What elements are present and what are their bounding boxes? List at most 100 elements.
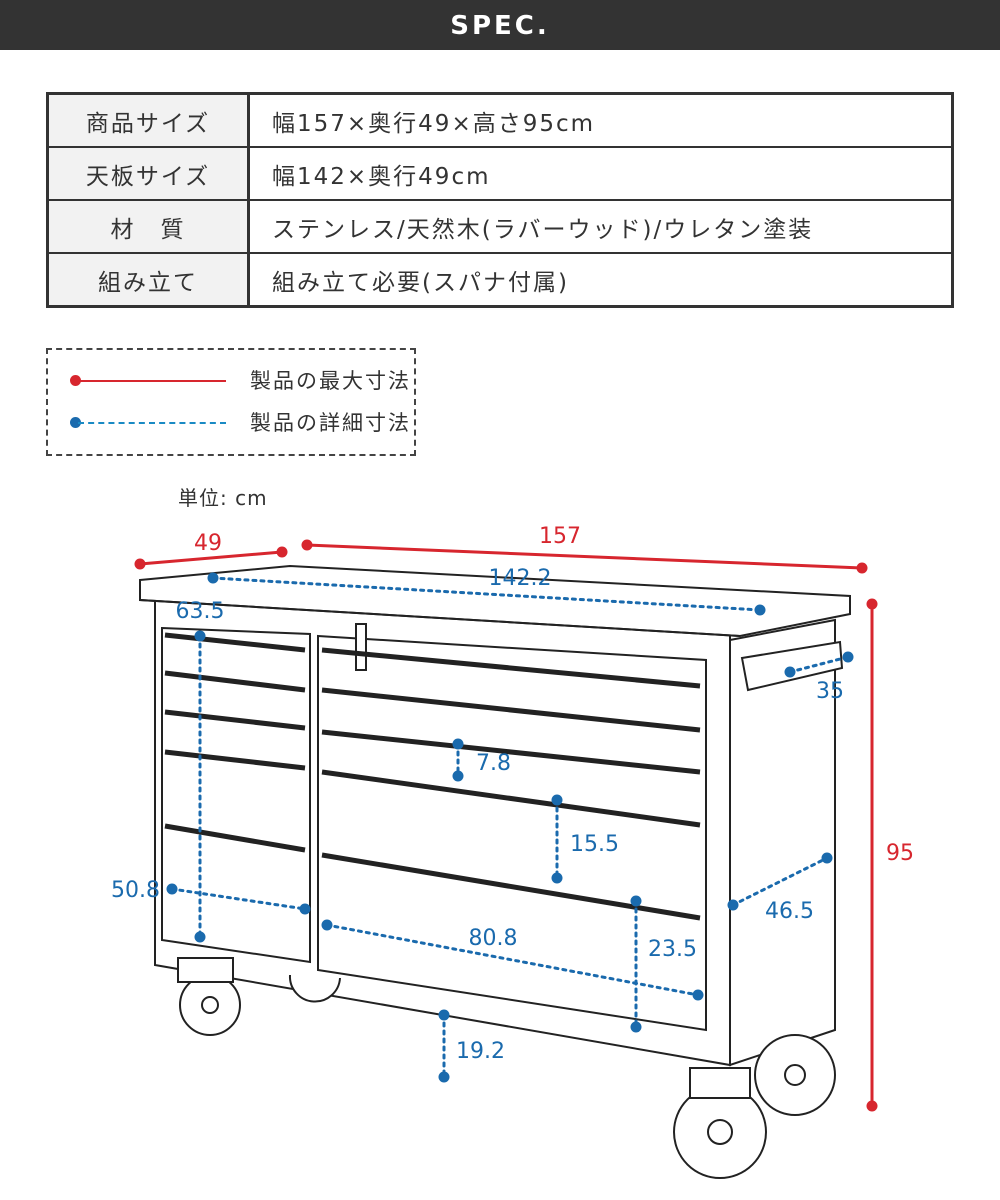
endpoint-dot-icon	[866, 1100, 878, 1112]
endpoint-dot-icon	[784, 666, 796, 678]
drawer-handle	[164, 709, 306, 731]
dimension-lines: 49 157 95 142.2 63.5 35 7.8 15.5 50.8 80.8 23.5 46.…	[111, 524, 914, 1112]
dimension-ground-clearance: 19.2	[438, 1009, 505, 1083]
table-row: 材 質ステンレス/天然木(ラバーウッド)/ウレタン塗装	[46, 199, 954, 254]
drawer-handle	[321, 729, 701, 775]
dimension-line	[170, 887, 307, 911]
cabinet-drawing	[139, 564, 851, 1179]
dimension-line	[211, 576, 762, 612]
endpoint-dot-icon	[276, 546, 288, 558]
row-value: 幅157×奥行49×高さ95cm	[247, 92, 954, 148]
endpoint-dot-icon	[438, 1071, 450, 1083]
caster-bracket	[689, 1067, 751, 1099]
dimension-label: 35	[816, 679, 844, 704]
legend-box: 製品の最大寸法 製品の詳細寸法	[46, 348, 416, 456]
endpoint-dot-icon	[842, 651, 854, 663]
dimension-line	[305, 543, 864, 570]
endpoint-dot-icon	[630, 1021, 642, 1033]
drawer-handles	[164, 632, 701, 921]
drawer-handle	[321, 687, 701, 733]
legend-item-max: 製品の最大寸法	[70, 366, 410, 396]
endpoint-dot-icon	[692, 989, 704, 1001]
dimension-label: 49	[194, 531, 222, 556]
endpoint-dot-icon	[866, 598, 878, 610]
endpoint-dot-icon	[321, 919, 333, 931]
unit-label: 単位: cm	[178, 486, 268, 510]
dimension-left-drawer-width: 50.8	[111, 878, 311, 915]
drawer-handle	[321, 852, 701, 921]
endpoint-dot-icon	[166, 883, 178, 895]
dimension-drawer-large: 23.5	[630, 895, 697, 1033]
dimension-label: 19.2	[456, 1039, 505, 1064]
drawer-handle	[321, 647, 701, 689]
wheel-hub	[707, 1119, 733, 1145]
wheel-hub	[201, 996, 219, 1014]
wheel-hub	[784, 1064, 806, 1086]
table-row: 商品サイズ幅157×奥行49×高さ95cm	[46, 92, 954, 148]
endpoint-dot-icon	[630, 895, 642, 907]
dimension-label: 15.5	[570, 832, 619, 857]
solid-line-icon	[78, 380, 226, 382]
endpoint-dot-icon	[452, 738, 464, 750]
endpoint-dot-icon	[194, 931, 206, 943]
row-value: ステンレス/天然木(ラバーウッド)/ウレタン塗装	[247, 199, 954, 254]
table-row: 組み立て組み立て必要(スパナ付属)	[46, 252, 954, 308]
endpoint-dot-icon	[301, 539, 313, 551]
endpoint-dot-icon	[551, 794, 563, 806]
dimension-label: 7.8	[476, 751, 511, 776]
dimension-line	[138, 550, 284, 566]
endpoint-dot-icon	[134, 558, 146, 570]
top-edge	[139, 599, 741, 637]
dimension-handle: 35	[784, 651, 854, 704]
dimension-label: 80.8	[469, 926, 518, 951]
dimension-label: 142.2	[489, 566, 552, 591]
dimension-label: 157	[539, 524, 581, 549]
dimension-line	[788, 655, 850, 674]
row-label: 組み立て	[46, 252, 250, 308]
side-handle	[740, 640, 844, 692]
wheel	[288, 974, 341, 1003]
dimension-left-drawer-height: 63.5	[176, 599, 225, 943]
spec-table: 商品サイズ幅157×奥行49×高さ95cm 天板サイズ幅142×奥行49cm 材…	[46, 92, 954, 308]
dimension-label: 50.8	[111, 878, 160, 903]
dimension-depth: 49	[134, 531, 288, 570]
dimension-top-width: 142.2	[207, 566, 766, 616]
endpoint-dot-icon	[194, 630, 206, 642]
drawer-handle	[164, 749, 306, 771]
legend-item-detail: 製品の詳細寸法	[70, 408, 410, 438]
right-drawer-section	[317, 634, 707, 1032]
red-dot-icon	[70, 375, 81, 386]
row-value: 幅142×奥行49cm	[247, 146, 954, 201]
endpoint-dot-icon	[754, 604, 766, 616]
legend-label: 製品の最大寸法	[250, 369, 411, 393]
dimension-drawer-mid: 15.5	[551, 794, 619, 884]
dimension-width: 157	[301, 524, 868, 574]
drawer-handle	[164, 823, 306, 853]
dimension-label: 95	[886, 841, 914, 866]
endpoint-dot-icon	[821, 852, 833, 864]
dimension-label: 23.5	[648, 937, 697, 962]
spec-header: SPEC.	[0, 0, 1000, 50]
dimension-drawer-small: 7.8	[452, 738, 511, 782]
dimension-label: 46.5	[765, 899, 814, 924]
row-label: 商品サイズ	[46, 92, 250, 148]
row-label: 材 質	[46, 199, 250, 254]
dashed-line-icon	[78, 422, 226, 424]
legend-label: 製品の詳細寸法	[250, 411, 411, 435]
dimension-label: 63.5	[176, 599, 225, 624]
endpoint-dot-icon	[727, 899, 739, 911]
row-label: 天板サイズ	[46, 146, 250, 201]
endpoint-dot-icon	[551, 872, 563, 884]
drawer-handle	[164, 632, 306, 653]
endpoint-dot-icon	[452, 770, 464, 782]
dimension-side-depth: 46.5	[727, 852, 833, 924]
table-row: 天板サイズ幅142×奥行49cm	[46, 146, 954, 201]
drawer-handle	[321, 769, 701, 828]
endpoint-dot-icon	[438, 1009, 450, 1021]
left-drawer-section	[161, 626, 311, 964]
drawer-handle	[164, 670, 306, 693]
endpoint-dot-icon	[856, 562, 868, 574]
endpoint-dot-icon	[207, 572, 219, 584]
dimension-height: 95	[866, 598, 914, 1112]
dimension-line	[731, 856, 829, 907]
